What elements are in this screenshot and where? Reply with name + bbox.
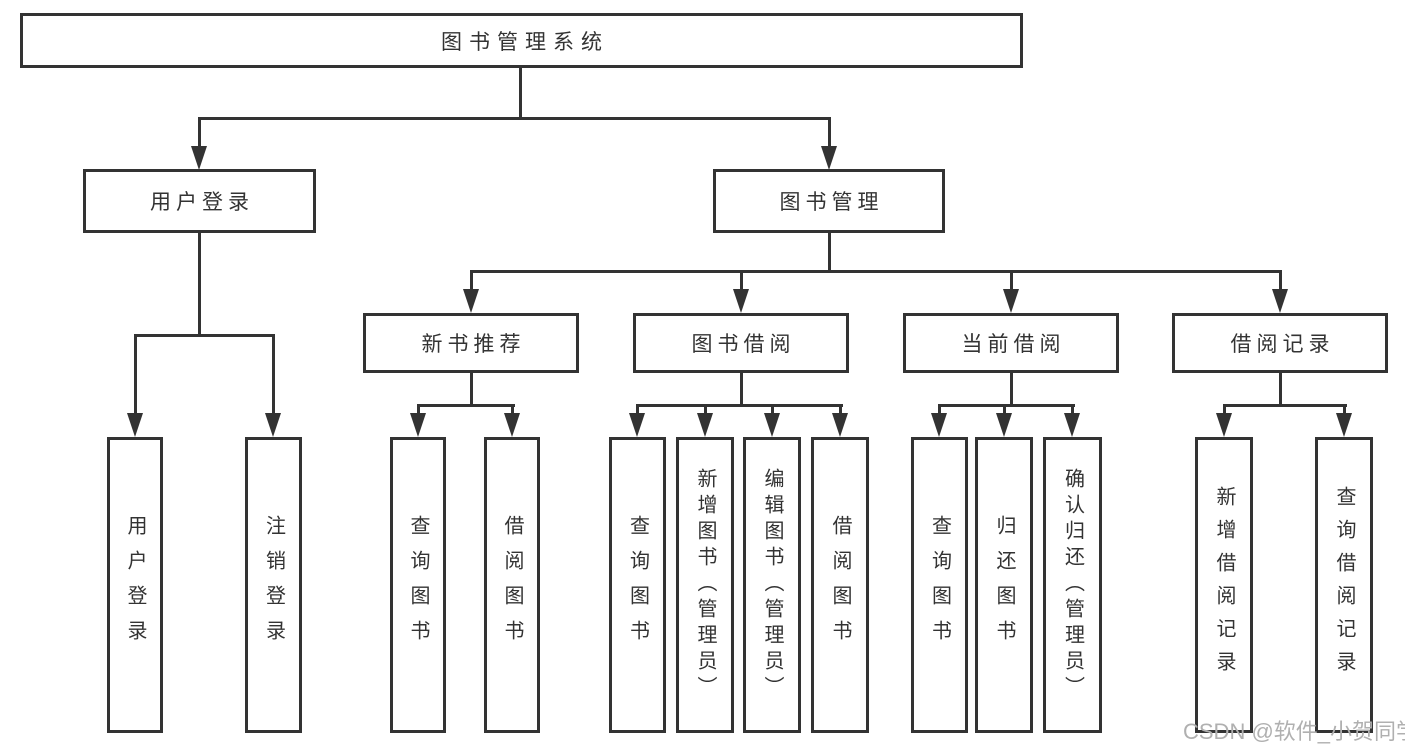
leaf-borrow-borrow-books-label: 借阅图书	[829, 515, 851, 655]
leaf-recommend-query-books-label: 查询图书	[407, 515, 429, 655]
connector-line	[1343, 404, 1346, 418]
node-library-system-label: 图书管理系统	[441, 30, 609, 54]
arrowhead-down	[1216, 413, 1232, 437]
connector-line	[839, 404, 842, 418]
leaf-records-query-record-label: 查询借阅记录	[1333, 486, 1355, 684]
arrowhead-down	[127, 413, 143, 437]
arrowhead-down	[1336, 413, 1352, 437]
leaf-records-query-record: 查询借阅记录	[1315, 437, 1373, 733]
node-library-system: 图书管理系统	[20, 13, 1023, 68]
connector-line	[1010, 373, 1013, 406]
leaf-borrow-query-books: 查询图书	[609, 437, 666, 733]
leaf-recommend-borrow-books-label: 借阅图书	[501, 515, 523, 655]
node-current-borrow-label: 当前借阅	[961, 333, 1066, 356]
leaf-recommend-borrow-books: 借阅图书	[484, 437, 540, 733]
connector-line	[470, 270, 473, 292]
arrowhead-down	[504, 413, 520, 437]
arrowhead-down	[697, 413, 713, 437]
arrowhead-down	[1272, 289, 1288, 313]
connector-line	[417, 404, 515, 407]
connector-line	[740, 373, 743, 406]
node-new-book-recommend: 新书推荐	[363, 313, 579, 373]
leaf-borrow-borrow-books: 借阅图书	[811, 437, 869, 733]
connector-line	[1223, 404, 1226, 418]
arrowhead-down	[629, 413, 645, 437]
leaf-current-confirm-return-admin: 确认归还（管理员）	[1043, 437, 1102, 733]
connector-line	[1003, 404, 1006, 418]
connector-line	[198, 117, 831, 120]
leaf-records-add-record: 新增借阅记录	[1195, 437, 1253, 733]
arrowhead-down	[931, 413, 947, 437]
arrowhead-down	[1003, 289, 1019, 313]
leaf-user-login-label: 用户登录	[124, 515, 146, 655]
leaf-borrow-edit-books-admin: 编辑图书（管理员）	[743, 437, 801, 733]
connector-line	[740, 270, 743, 292]
leaf-borrow-add-books-admin: 新增图书（管理员）	[676, 437, 734, 733]
connector-line	[134, 334, 275, 337]
leaf-logout: 注销登录	[245, 437, 302, 733]
connector-line	[771, 404, 774, 418]
node-borrow-records-label: 借阅记录	[1230, 333, 1335, 356]
csdn-watermark: CSDN @软件_小贺同学	[1183, 719, 1405, 744]
arrowhead-down	[832, 413, 848, 437]
node-book-borrow: 图书借阅	[633, 313, 849, 373]
arrowhead-down	[821, 146, 837, 170]
connector-line	[1223, 404, 1347, 407]
node-user-login-label: 用户登录	[150, 191, 254, 214]
connector-line	[417, 404, 420, 418]
node-user-login: 用户登录	[83, 169, 316, 233]
arrowhead-down	[410, 413, 426, 437]
leaf-current-return-books: 归还图书	[975, 437, 1033, 733]
connector-line	[519, 68, 522, 119]
leaf-current-return-books-label: 归还图书	[993, 515, 1015, 655]
node-book-borrow-label: 图书借阅	[691, 333, 796, 356]
connector-line	[1279, 270, 1282, 292]
arrowhead-down	[191, 146, 207, 170]
connector-line	[198, 233, 201, 336]
connector-line	[704, 404, 707, 418]
leaf-borrow-add-books-admin-label: 新增图书（管理员）	[694, 468, 716, 702]
connector-line	[1279, 373, 1282, 406]
connector-line	[272, 334, 275, 416]
connector-line	[636, 404, 639, 418]
leaf-borrow-edit-books-admin-label: 编辑图书（管理员）	[761, 468, 783, 702]
arrowhead-down	[1064, 413, 1080, 437]
leaf-borrow-query-books-label: 查询图书	[626, 515, 649, 655]
arrowhead-down	[463, 289, 479, 313]
connector-line	[1010, 270, 1013, 292]
arrowhead-down	[764, 413, 780, 437]
connector-line	[1071, 404, 1074, 418]
leaf-current-query-books-label: 查询图书	[928, 515, 951, 655]
connector-line	[938, 404, 941, 418]
connector-line	[636, 404, 843, 407]
connector-line	[938, 404, 1075, 407]
leaf-current-confirm-return-admin-label: 确认归还（管理员）	[1061, 468, 1084, 702]
node-new-book-recommend-label: 新书推荐	[421, 333, 526, 356]
arrowhead-down	[996, 413, 1012, 437]
arrowhead-down	[265, 413, 281, 437]
connector-line	[511, 404, 514, 418]
connector-line	[470, 270, 1282, 273]
leaf-recommend-query-books: 查询图书	[390, 437, 446, 733]
connector-line	[828, 233, 831, 272]
connector-line	[470, 373, 473, 406]
connector-line	[134, 334, 137, 416]
leaf-current-query-books: 查询图书	[911, 437, 968, 733]
node-book-management-label: 图书管理	[779, 191, 884, 214]
leaf-user-login: 用户登录	[107, 437, 163, 733]
connector-line	[198, 117, 201, 151]
node-book-management: 图书管理	[713, 169, 945, 233]
leaf-logout-label: 注销登录	[262, 515, 285, 655]
arrowhead-down	[733, 289, 749, 313]
leaf-records-add-record-label: 新增借阅记录	[1213, 486, 1235, 684]
node-current-borrow: 当前借阅	[903, 313, 1119, 373]
node-borrow-records: 借阅记录	[1172, 313, 1388, 373]
connector-line	[828, 117, 831, 151]
